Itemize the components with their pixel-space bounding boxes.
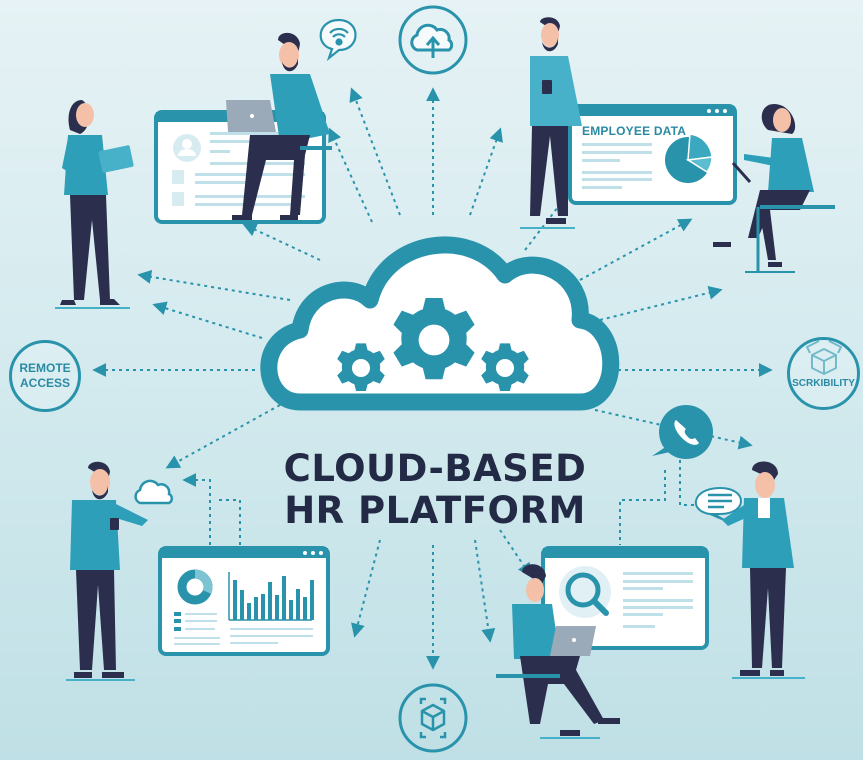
cloud-upload-icon — [398, 5, 468, 75]
title-line-2: HR PLATFORM — [284, 489, 586, 532]
search-panel — [541, 546, 709, 650]
phone-speech-bubble-icon — [652, 405, 713, 459]
man-with-phone-bottom-left — [66, 461, 148, 681]
title-line-1: CLOUD-BASED — [283, 447, 587, 490]
woman-with-tablet — [55, 100, 134, 309]
man-with-laptop-bottom — [496, 564, 620, 739]
employee-data-panel — [568, 104, 737, 205]
scalability-label: SCRKIBILITY — [792, 378, 855, 389]
man-with-chat-right — [722, 461, 805, 679]
man-with-laptop-top — [226, 32, 332, 220]
3d-cube-scan-icon — [398, 683, 468, 753]
page-title: CLOUD-BASED HR PLATFORM — [270, 448, 600, 532]
wifi-speech-bubble-icon — [319, 18, 357, 62]
scalability-circle: SCRKIBILITY — [787, 337, 860, 410]
cloud-gears-icon — [260, 236, 620, 411]
remote-access-circle: REMOTE ACCESS — [9, 340, 81, 412]
analytics-panel — [158, 546, 330, 656]
chat-bubble-icon — [694, 486, 742, 521]
man-with-phone-top — [520, 17, 582, 229]
woman-with-laptop-right — [713, 104, 835, 273]
remote-access-line1: REMOTE — [19, 361, 71, 375]
small-cloud-icon — [134, 479, 174, 505]
pie-chart-icon — [665, 133, 713, 183]
employee-data-title: EMPLOYEE DATA — [582, 124, 687, 138]
remote-access-line2: ACCESS — [19, 376, 70, 390]
